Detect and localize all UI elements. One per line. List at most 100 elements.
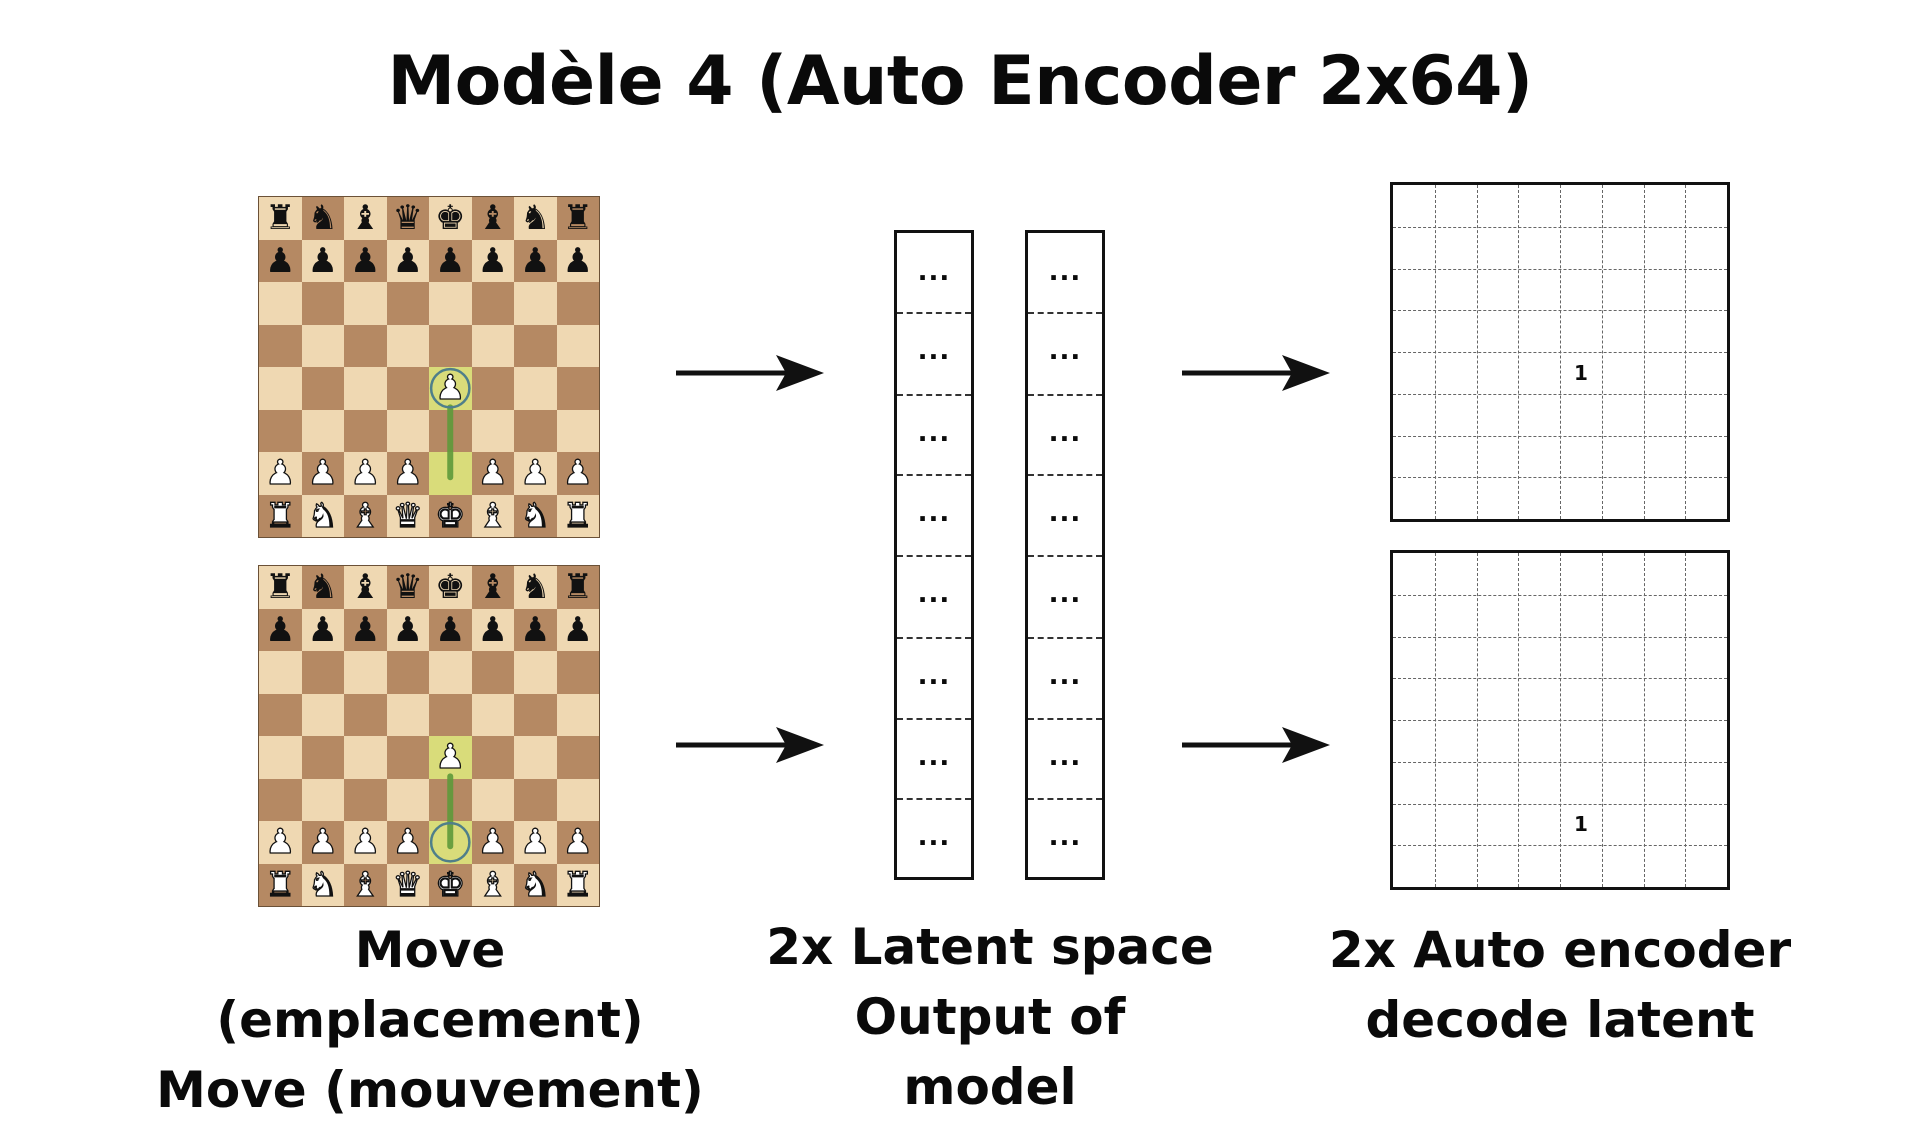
board-square (259, 651, 302, 694)
board-square (514, 693, 557, 736)
latent-separator (1028, 637, 1102, 640)
caption-line: 2x Latent space (766, 918, 1214, 976)
board-square: ♟ (259, 608, 302, 651)
board-square: ♚ (429, 566, 472, 609)
board-square (429, 409, 472, 452)
latent-separator (1028, 555, 1102, 557)
latent-separator (1028, 473, 1102, 476)
board-square (386, 282, 429, 325)
latent-cell: ... (917, 417, 951, 448)
latent-cell: ... (1048, 579, 1082, 609)
white-pawn-icon: ♟ (349, 453, 381, 494)
black-pawn-icon: ♟ (477, 240, 508, 281)
white-pawn-icon: ♟ (349, 822, 381, 863)
black-bishop-icon: ♝ (477, 567, 508, 608)
arrow-icon (1182, 355, 1330, 391)
board-square: ♚ (429, 863, 472, 906)
board-square (556, 367, 599, 410)
latent-cell: ... (917, 579, 951, 609)
board-square: ♜ (259, 197, 302, 240)
latent-separator (897, 312, 971, 315)
board-square: ♟ (429, 608, 472, 651)
board-square: ♚ (429, 494, 472, 537)
black-pawn-icon: ♟ (435, 609, 466, 650)
board-square: ♜ (556, 566, 599, 609)
arrow-icon (676, 355, 824, 391)
board-square: ♛ (386, 566, 429, 609)
board-square: ♞ (514, 197, 557, 240)
board-square (471, 282, 514, 325)
latent-separator (1028, 393, 1102, 396)
board-square (471, 409, 514, 452)
latent-cell: ... (1048, 417, 1082, 448)
white-pawn-icon: ♟ (519, 453, 551, 494)
one-hot-value: 1 (1574, 812, 1588, 837)
black-knight-icon: ♞ (520, 567, 551, 608)
board-square (429, 693, 472, 736)
white-bishop-icon: ♝ (477, 495, 509, 536)
board-square (514, 282, 557, 325)
latent-separator (897, 555, 971, 557)
caption-latent: 2x Latent space Output of model (760, 912, 1220, 1122)
board-square (429, 452, 472, 495)
black-rook-icon: ♜ (562, 567, 593, 608)
board-square (514, 778, 557, 821)
board-square: ♟ (386, 452, 429, 495)
latent-separator (897, 637, 971, 640)
black-rook-icon: ♜ (265, 567, 296, 608)
board-square (556, 651, 599, 694)
board-square (259, 736, 302, 779)
board-square (301, 778, 344, 821)
white-rook-icon: ♜ (264, 495, 296, 536)
board-square: ♟ (429, 367, 472, 410)
black-rook-icon: ♜ (265, 198, 296, 239)
board-square: ♟ (301, 608, 344, 651)
black-pawn-icon: ♟ (265, 609, 296, 650)
latent-cell: ... (1048, 742, 1082, 773)
grid-line (1393, 477, 1727, 479)
board-square: ♟ (514, 239, 557, 282)
board-square (344, 693, 387, 736)
black-bishop-icon: ♝ (350, 198, 381, 239)
black-pawn-icon: ♟ (350, 609, 381, 650)
board-square (301, 367, 344, 410)
black-pawn-icon: ♟ (562, 609, 593, 650)
board-square: ♟ (556, 452, 599, 495)
board-square (514, 736, 557, 779)
board-square: ♝ (344, 197, 387, 240)
board-square: ♝ (471, 197, 514, 240)
white-pawn-icon: ♟ (392, 453, 424, 494)
arrow-icon (676, 727, 824, 763)
latent-separator (1028, 312, 1102, 315)
board-square (259, 409, 302, 452)
board-square: ♟ (471, 608, 514, 651)
black-queen-icon: ♛ (392, 198, 423, 239)
board-square (471, 651, 514, 694)
board-square: ♟ (259, 821, 302, 864)
board-square (429, 778, 472, 821)
caption-line: 2x Auto encoder (1328, 921, 1792, 979)
board-square (301, 736, 344, 779)
latent-cell: ... (1048, 661, 1082, 692)
grid-line (1393, 803, 1727, 805)
latent-cell: ... (1048, 821, 1082, 852)
black-pawn-icon: ♟ (392, 240, 423, 281)
white-pawn-icon: ♟ (477, 453, 509, 494)
board-square: ♝ (344, 566, 387, 609)
black-pawn-icon: ♟ (520, 240, 551, 281)
board-square: ♞ (301, 566, 344, 609)
board-square (344, 651, 387, 694)
board-square: ♞ (514, 863, 557, 906)
grid-line (1601, 185, 1603, 519)
board-square (301, 324, 344, 367)
latent-cell: ... (917, 661, 951, 692)
board-square (471, 693, 514, 736)
board-square (514, 651, 557, 694)
latent-vector-1: ........................ (894, 230, 974, 880)
board-square (471, 367, 514, 410)
board-square: ♟ (429, 736, 472, 779)
decoded-grid-2: 1 (1390, 550, 1730, 890)
white-pawn-icon: ♟ (562, 453, 594, 494)
board-square (301, 409, 344, 452)
chess-board-mouvement: ♜♞♝♛♚♝♞♜♟♟♟♟♟♟♟♟♟♟♟♟♟♟♟♟♜♞♝♛♚♝♞♜ (259, 566, 599, 906)
